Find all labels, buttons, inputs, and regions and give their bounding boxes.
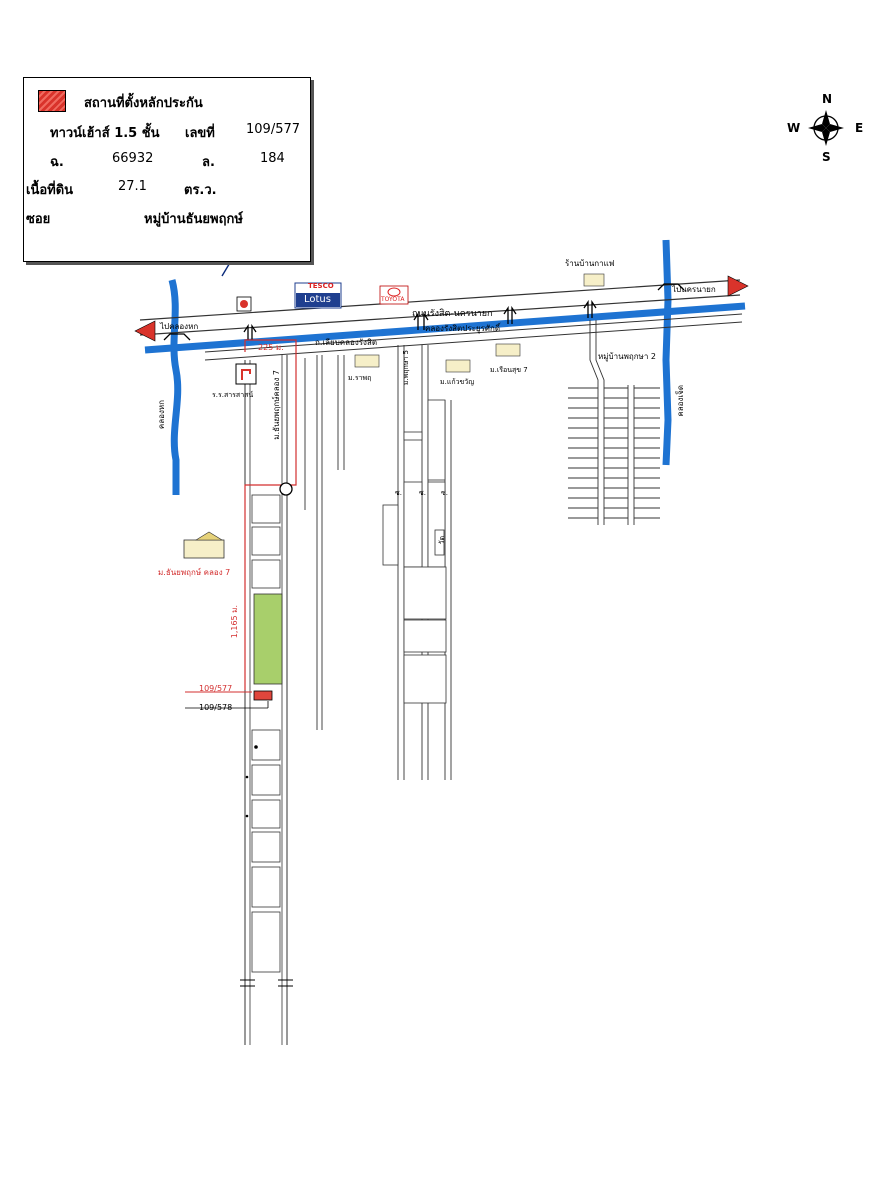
soi-label: ซอย: [26, 212, 51, 227]
canal-right: [662, 239, 672, 466]
village-ruen-label: ม.เรือนสุข 7: [490, 366, 528, 374]
school-icon: [235, 363, 257, 385]
canal-main-label: คลองรังสิตประยูรศักดิ์: [425, 324, 501, 333]
compass-w: W: [787, 121, 801, 135]
area-label: เนื้อที่ดิน: [26, 183, 74, 198]
coffee-shop-label: ร้านบ้านกาแฟ: [565, 259, 615, 268]
frontage-road-label: ถ.เลียบคลองรังสิต: [315, 338, 378, 347]
compass-rose-icon: [808, 110, 844, 146]
distance-1165: 1,165 ม.: [230, 605, 239, 639]
soi-small-label: ซ.: [395, 489, 402, 497]
neighbor-plot-label: 109/578: [199, 703, 233, 712]
property-type: ทาวน์เฮ้าส์ 1.5 ชั้น: [50, 126, 160, 141]
area-unit: ตร.ว.: [184, 183, 217, 198]
arrow-left: [134, 320, 156, 342]
land-no-value: 184: [260, 151, 285, 166]
legend-swatch-icon: [38, 90, 66, 112]
pruksa2-label: หมู่บ้านพฤกษา 2: [598, 352, 656, 361]
village-rajapruk-label: ม.ราพฤ: [348, 374, 372, 382]
chanot-label: ฉ.: [50, 155, 64, 170]
compass: N S W E: [785, 92, 867, 164]
soi-small-label-2: ซ.: [419, 489, 426, 497]
village-kaew-label: ม.แก้วขวัญ: [440, 378, 475, 386]
land-no-label: ล.: [202, 155, 215, 170]
route-line: [244, 339, 297, 690]
target-plot-label: 109/577: [199, 684, 233, 693]
legend-box: สถานที่ตั้งหลักประกัน ทาวน์เฮ้าส์ 1.5 ชั…: [23, 77, 311, 262]
arrow-right: [727, 275, 749, 297]
number-value: 109/577: [246, 122, 301, 137]
legend-title: สถานที่ตั้งหลักประกัน: [84, 96, 203, 111]
school-label: ร.ร.สารสาสน์: [212, 391, 254, 399]
canal-left-label: คลองหก: [157, 400, 166, 430]
soi-right-label: ม.พฤกษา 5: [402, 350, 410, 386]
canal-left: [168, 279, 182, 495]
soi7-label: ม.ธันยพฤกษ์คลอง 7: [272, 370, 281, 440]
soi-value: หมู่บ้านธันยพฤกษ์: [144, 212, 243, 227]
tesco-label: TESCO: [308, 282, 334, 290]
toyota-logo: [379, 285, 409, 305]
to-left-label: ไปคลองหก: [160, 322, 199, 331]
number-label: เลขที่: [185, 126, 215, 141]
target-plot: [253, 690, 273, 701]
distance-225: 225 ม.: [258, 343, 284, 352]
compass-s: S: [822, 150, 831, 164]
compass-e: E: [855, 121, 864, 135]
soi-small-label-3: ซ.: [441, 489, 448, 497]
compass-n: N: [822, 92, 833, 106]
toyota-label: TOYOTA: [381, 296, 405, 303]
village-thanya-label: ม.ธันยพฤกษ์ คลอง 7: [158, 568, 231, 577]
highlight-area: [253, 593, 283, 685]
house-icons: [183, 273, 605, 559]
to-right-label: ไปนครนายก: [672, 285, 716, 294]
main-road-label: ถนนรังสิต-นครนายก: [412, 309, 493, 319]
temple-label: วัด: [438, 536, 446, 545]
chanot-value: 66932: [112, 151, 154, 166]
area-value: 27.1: [118, 179, 147, 194]
canal-right-label: คลองเจ็ด: [676, 385, 685, 417]
lotus-label: Lotus: [304, 294, 331, 305]
